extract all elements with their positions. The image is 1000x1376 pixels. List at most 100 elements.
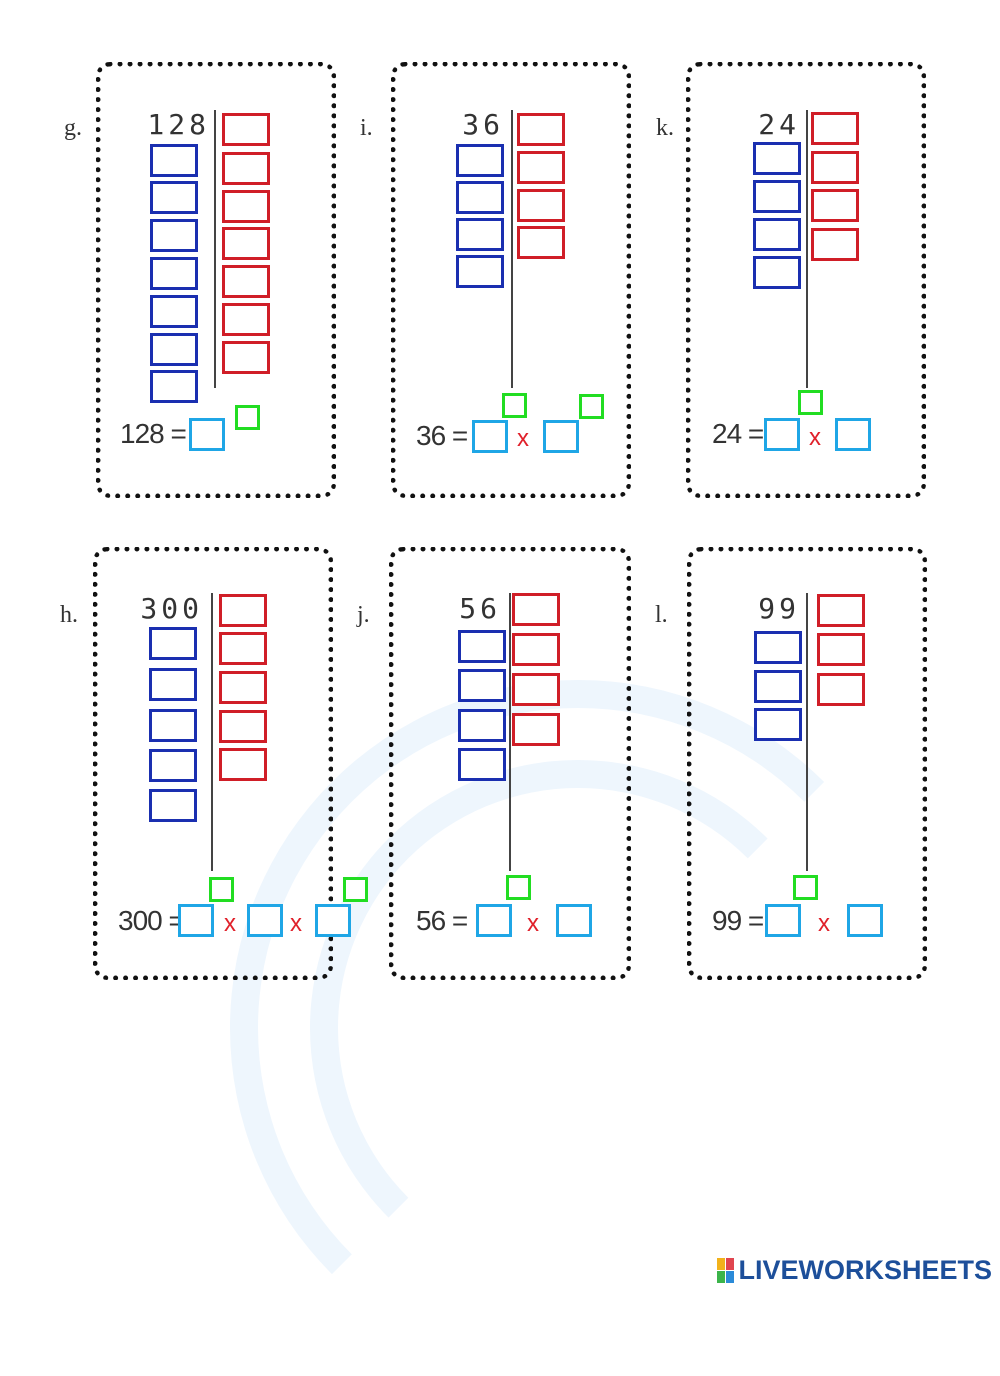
division-line	[511, 110, 513, 388]
divisor-box[interactable]	[456, 144, 504, 177]
liveworksheets-icon	[717, 1258, 735, 1283]
divisor-box[interactable]	[150, 144, 198, 177]
quotient-box[interactable]	[222, 227, 270, 260]
times-sign: x	[517, 425, 529, 452]
quotient-box[interactable]	[219, 632, 267, 665]
divisor-box[interactable]	[753, 142, 801, 175]
divisor-box[interactable]	[754, 708, 802, 741]
divisor-box[interactable]	[754, 670, 802, 703]
dividend-number: 300	[140, 592, 203, 625]
quotient-box[interactable]	[817, 594, 865, 627]
dividend-number: 56	[459, 592, 501, 625]
divisor-box[interactable]	[753, 218, 801, 251]
exponent-box[interactable]	[343, 877, 368, 902]
liveworksheets-logo[interactable]: LIVEWORKSHEETS	[717, 1255, 992, 1286]
quotient-box[interactable]	[222, 303, 270, 336]
answer-factor-box[interactable]	[476, 904, 512, 937]
quotient-box[interactable]	[222, 152, 270, 185]
divisor-box[interactable]	[150, 370, 198, 403]
divisor-box[interactable]	[458, 669, 506, 702]
times-sign: x	[527, 910, 539, 937]
quotient-box[interactable]	[811, 112, 859, 145]
answer-factor-box[interactable]	[847, 904, 883, 937]
quotient-box[interactable]	[811, 151, 859, 184]
answer-base-box[interactable]	[189, 418, 225, 451]
problem-card	[96, 62, 336, 498]
answer-factor-box[interactable]	[247, 904, 283, 937]
quotient-box[interactable]	[817, 673, 865, 706]
divisor-box[interactable]	[456, 181, 504, 214]
divisor-box[interactable]	[150, 333, 198, 366]
quotient-box[interactable]	[517, 113, 565, 146]
quotient-box[interactable]	[219, 710, 267, 743]
quotient-box[interactable]	[512, 673, 560, 706]
answer-factor-box[interactable]	[835, 418, 871, 451]
divisor-box[interactable]	[149, 789, 197, 822]
quotient-box[interactable]	[517, 226, 565, 259]
quotient-box[interactable]	[222, 190, 270, 223]
divisor-box[interactable]	[149, 709, 197, 742]
equation-label: 36 =	[416, 420, 468, 451]
problem-card	[389, 547, 631, 980]
divisor-box[interactable]	[456, 218, 504, 251]
quotient-box[interactable]	[219, 671, 267, 704]
divisor-box[interactable]	[150, 181, 198, 214]
division-line	[806, 593, 808, 871]
dividend-number: 128	[147, 108, 210, 141]
times-sign: x	[809, 424, 821, 451]
quotient-box[interactable]	[517, 189, 565, 222]
divisor-box[interactable]	[458, 709, 506, 742]
answer-factor-box[interactable]	[315, 904, 351, 937]
answer-factor-box[interactable]	[764, 418, 800, 451]
divisor-box[interactable]	[150, 295, 198, 328]
divisor-box[interactable]	[754, 631, 802, 664]
divisor-box[interactable]	[458, 630, 506, 663]
divisor-box[interactable]	[753, 180, 801, 213]
exponent-box[interactable]	[502, 393, 527, 418]
exponent-box[interactable]	[798, 390, 823, 415]
quotient-box[interactable]	[222, 113, 270, 146]
quotient-box[interactable]	[517, 151, 565, 184]
exponent-box[interactable]	[209, 877, 234, 902]
division-line	[214, 110, 216, 388]
problem-letter: g.	[64, 115, 82, 141]
brand-name: LIVEWORKSHEETS	[738, 1255, 992, 1285]
answer-factor-box[interactable]	[543, 420, 579, 453]
quotient-box[interactable]	[222, 341, 270, 374]
quotient-box[interactable]	[811, 228, 859, 261]
problem-letter: j.	[357, 602, 370, 628]
exponent-box[interactable]	[579, 394, 604, 419]
quotient-box[interactable]	[222, 265, 270, 298]
problem-card	[391, 62, 631, 498]
times-sign: x	[290, 910, 302, 937]
divisor-box[interactable]	[150, 219, 198, 252]
dividend-number: 99	[758, 592, 800, 625]
quotient-box[interactable]	[512, 633, 560, 666]
division-line	[509, 593, 511, 871]
equation-label: 56 =	[416, 905, 468, 936]
exponent-box[interactable]	[235, 405, 260, 430]
quotient-box[interactable]	[811, 189, 859, 222]
problem-card	[687, 547, 927, 980]
exponent-box[interactable]	[793, 875, 818, 900]
exponent-box[interactable]	[506, 875, 531, 900]
times-sign: x	[224, 910, 236, 937]
answer-factor-box[interactable]	[178, 904, 214, 937]
divisor-box[interactable]	[456, 255, 504, 288]
divisor-box[interactable]	[149, 749, 197, 782]
equation-label: 128 =	[120, 418, 187, 449]
answer-factor-box[interactable]	[472, 420, 508, 453]
quotient-box[interactable]	[219, 594, 267, 627]
times-sign: x	[818, 910, 830, 937]
answer-factor-box[interactable]	[765, 904, 801, 937]
divisor-box[interactable]	[458, 748, 506, 781]
divisor-box[interactable]	[149, 627, 197, 660]
quotient-box[interactable]	[817, 633, 865, 666]
quotient-box[interactable]	[512, 713, 560, 746]
divisor-box[interactable]	[150, 257, 198, 290]
quotient-box[interactable]	[512, 593, 560, 626]
divisor-box[interactable]	[149, 668, 197, 701]
quotient-box[interactable]	[219, 748, 267, 781]
answer-factor-box[interactable]	[556, 904, 592, 937]
divisor-box[interactable]	[753, 256, 801, 289]
